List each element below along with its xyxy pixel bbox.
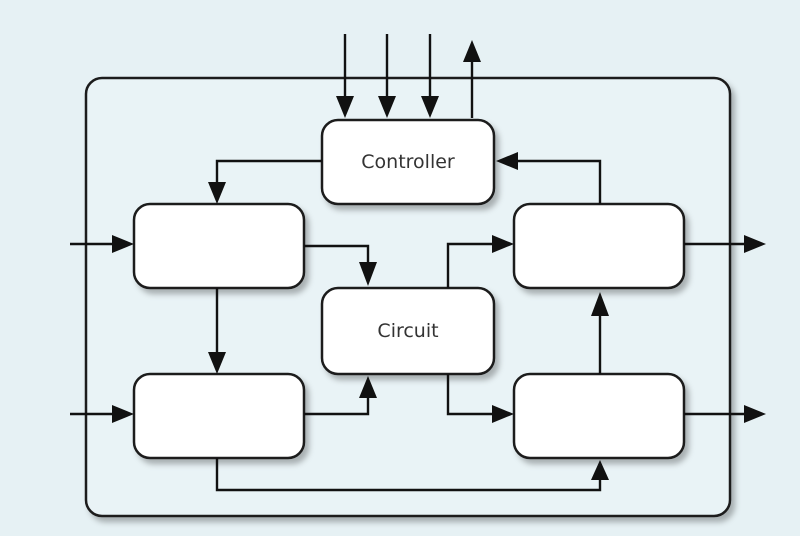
circuit-to-top-right-arrow xyxy=(446,235,514,288)
input-arrow-bottom-left xyxy=(70,405,134,423)
controller-output-arrow xyxy=(463,40,481,118)
controller-input-arrow-1 xyxy=(336,34,354,118)
top-right-block xyxy=(512,202,686,290)
bottom-right-block xyxy=(512,372,686,460)
controller-block: Controller xyxy=(320,118,496,206)
top-right-to-controller-arrow xyxy=(496,152,602,204)
input-arrow-top-left xyxy=(70,235,134,253)
controller-to-top-left-arrow xyxy=(208,159,322,204)
bottom-left-to-bottom-right-arrow xyxy=(215,458,609,492)
controller-label: Controller xyxy=(361,151,455,173)
controller-input-arrow-2 xyxy=(378,34,396,118)
output-arrow-bottom-right xyxy=(684,405,766,423)
top-left-block xyxy=(132,202,306,290)
bottom-left-block xyxy=(132,372,306,460)
circuit-block: Circuit xyxy=(320,286,496,376)
circuit-to-bottom-right-arrow xyxy=(446,374,514,423)
bottom-left-to-circuit-arrow xyxy=(304,376,377,416)
circuit-label: Circuit xyxy=(377,320,438,342)
output-arrow-top-right xyxy=(684,235,766,253)
top-left-to-circuit-arrow xyxy=(304,244,377,286)
top-left-to-bottom-left-arrow xyxy=(208,288,226,374)
bottom-right-to-top-right-arrow xyxy=(591,292,609,374)
controller-input-arrow-3 xyxy=(421,34,439,118)
